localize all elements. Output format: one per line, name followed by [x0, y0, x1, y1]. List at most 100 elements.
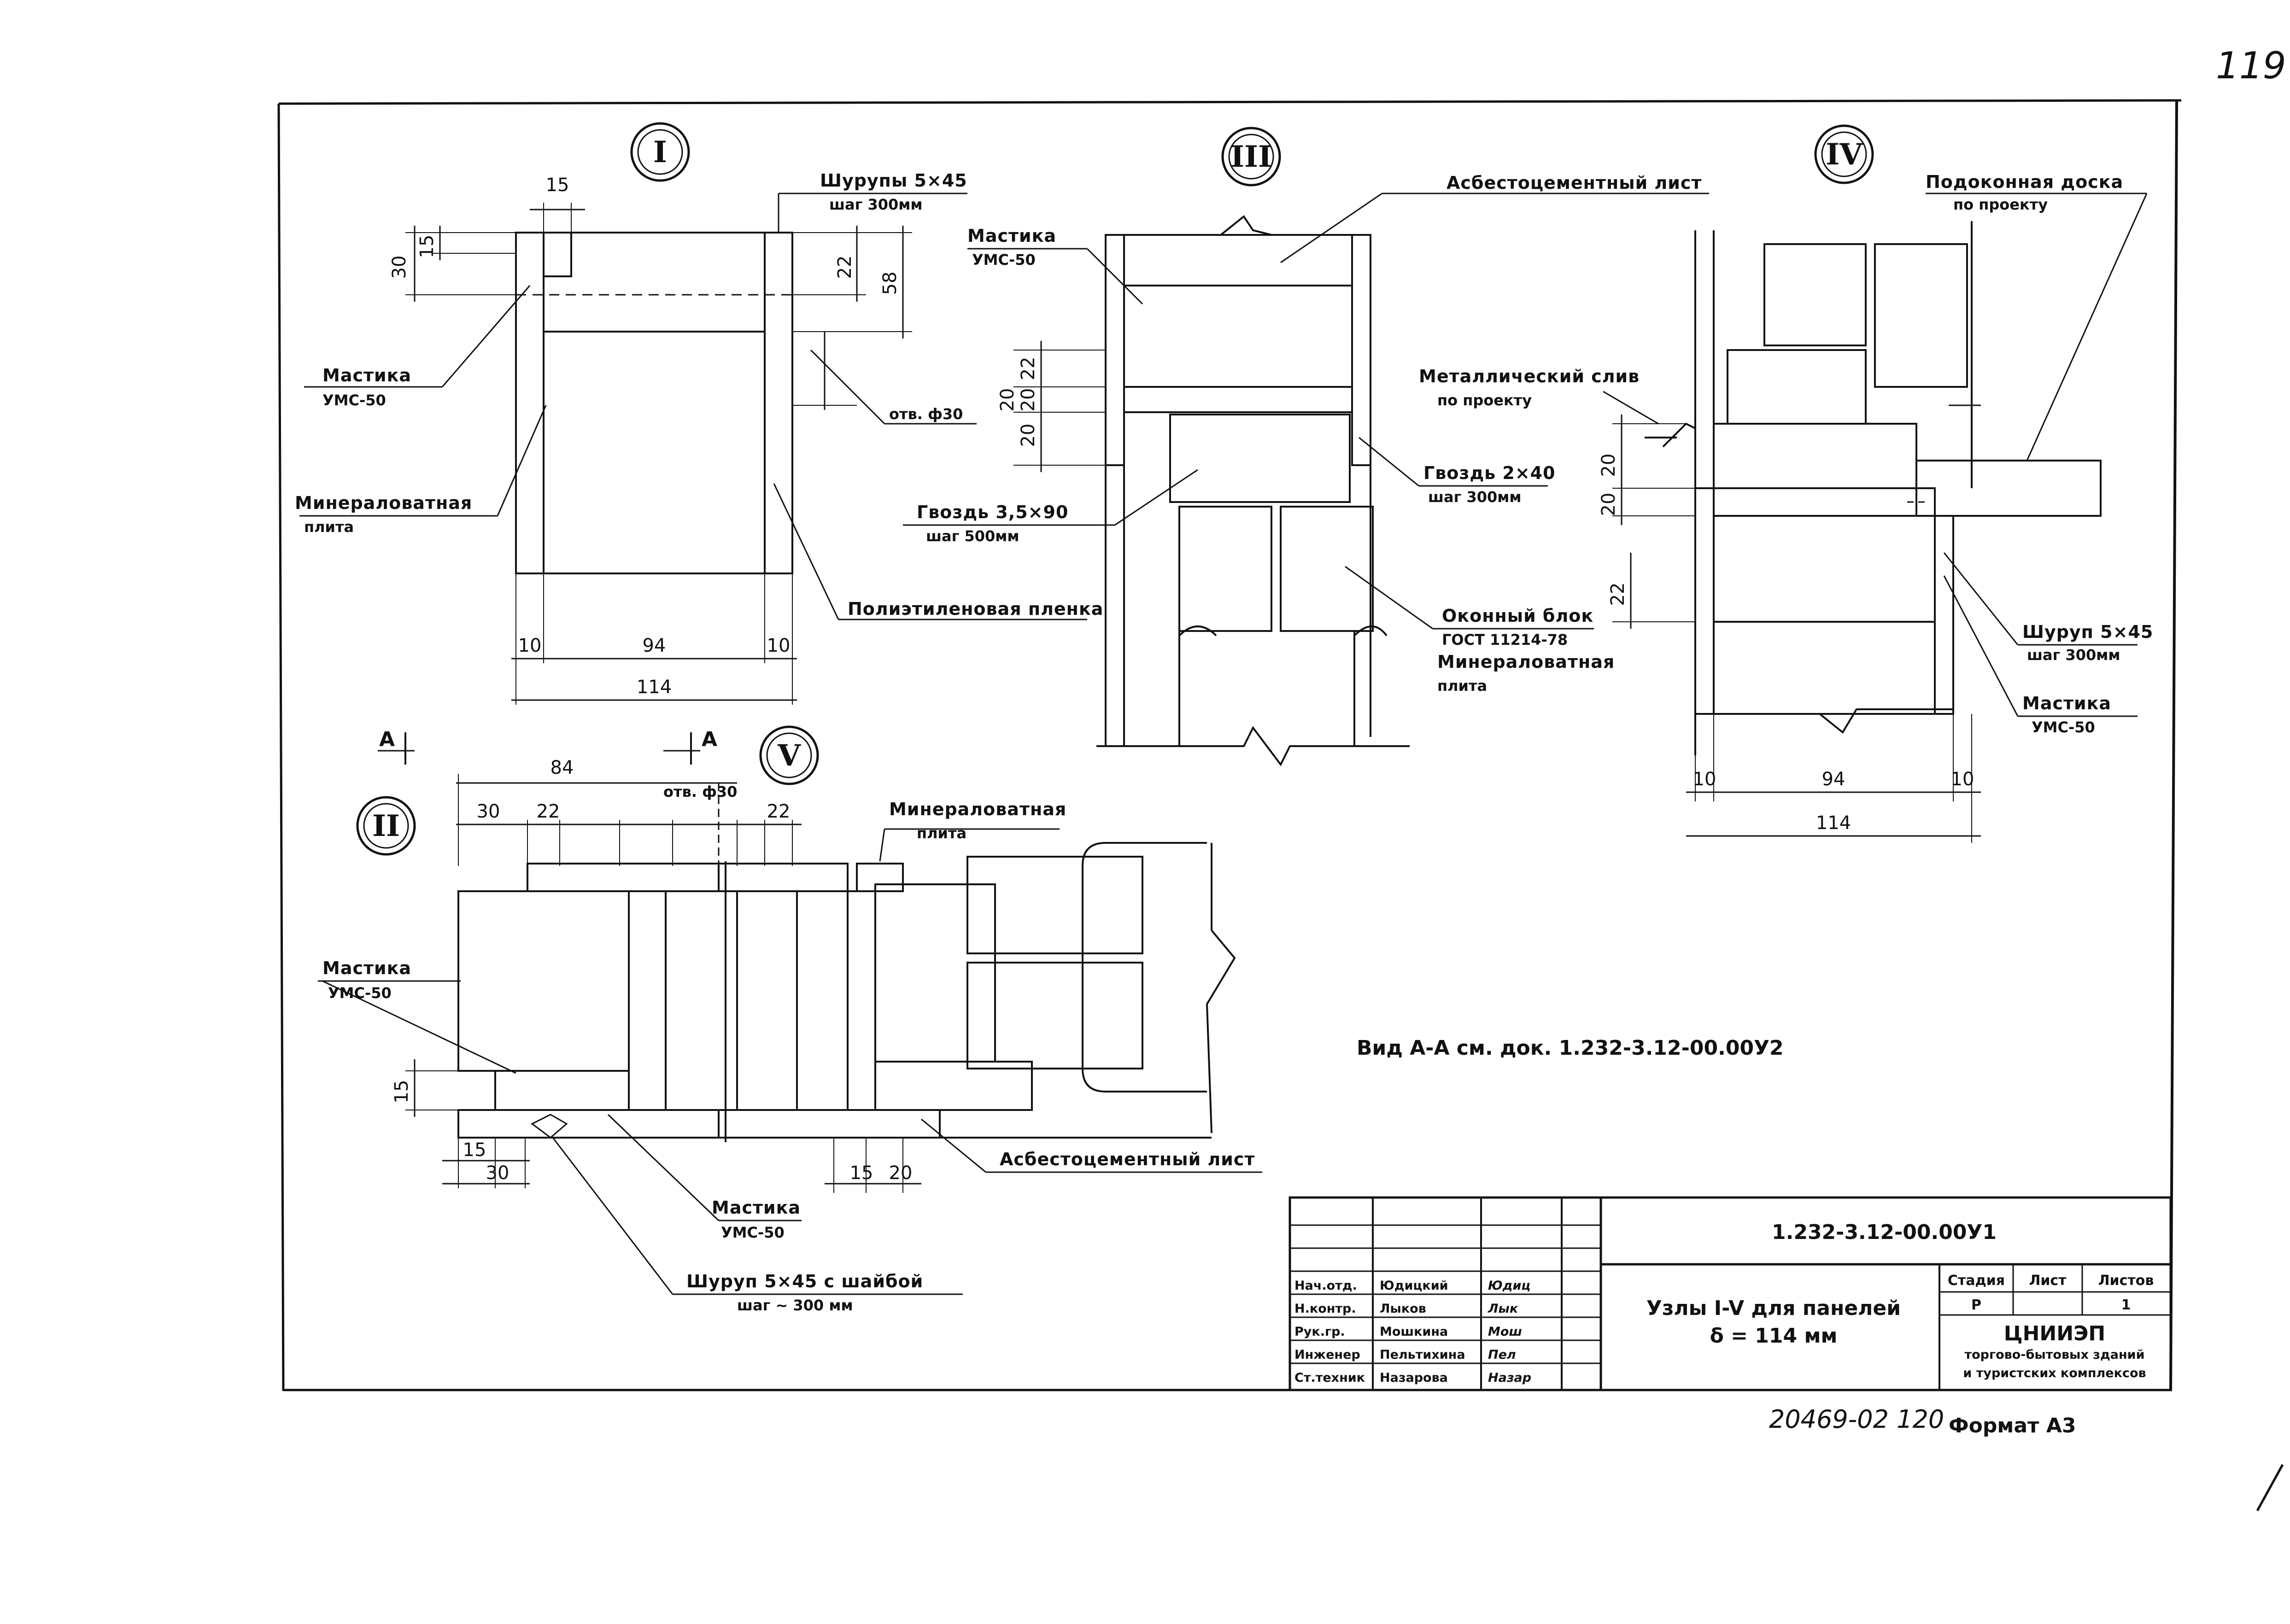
node-III-mineral-sub: плита — [1437, 677, 1487, 695]
node-I-dim-b3: 10 — [767, 635, 791, 656]
node-V-asbestos-label: Асбестоцементный лист — [1000, 1149, 1255, 1169]
org-name: ЦНИИЭП — [2004, 1322, 2105, 1345]
sheet-header: Лист — [2029, 1273, 2067, 1289]
node-III-window-label: Оконный блок — [1442, 606, 1593, 626]
node-II-drawing — [318, 732, 963, 1295]
node-II-screw-label: Шуруп 5×45 с шайбой — [686, 1271, 923, 1291]
node-IV-screw-label: Шуруп 5×45 — [2022, 622, 2153, 642]
node-I-dim-r1: 22 — [834, 256, 855, 279]
node-I-dim-v1: 30 — [389, 256, 410, 279]
node-I-mark: I — [653, 135, 667, 169]
node-III-nail2-step: шаг 300мм — [1428, 488, 1522, 506]
node-V-mineral-sub: плита — [917, 824, 966, 842]
staff-role: Н.контр. — [1294, 1302, 1356, 1316]
staff-role: Рук.гр. — [1294, 1325, 1345, 1339]
footer-code: 20469-02 120 — [1769, 1405, 1944, 1434]
corner-mark — [2256, 1464, 2284, 1512]
node-IV-mark-circle — [1814, 124, 1874, 184]
node-IV-sill-label: Подоконная доска — [1926, 172, 2123, 192]
node-V-drawing — [718, 725, 1262, 1193]
doc-code: 1.232-3.12-00.00У1 — [1772, 1221, 1997, 1244]
node-IV-dim-b3: 10 — [1951, 769, 1974, 790]
node-I-text: I 15 30 15 22 58 10 94 10 114 Шурупы 5×4… — [295, 135, 1103, 698]
node-II-dim-b1: 15 — [463, 1139, 486, 1161]
node-III-mineral-label: Минераловатная — [1437, 652, 1615, 672]
node-III-nail1-step: шаг 500мм — [926, 527, 1019, 545]
node-III-text: III 22 20 20 20 Асбестоцементный лист Ма… — [917, 140, 1702, 695]
sheets-value: 1 — [2121, 1297, 2131, 1313]
node-III-dim-d3: 20 — [1018, 424, 1039, 447]
node-I-dim-r2: 58 — [879, 272, 901, 295]
node-V-dim-b1: 15 — [850, 1163, 873, 1184]
node-V-text: V 22 15 20 Минераловатная плита Асбестоц… — [767, 738, 1255, 1184]
format-label: Формат А3 — [1949, 1414, 2076, 1437]
staff-sign: Назар — [1488, 1371, 1531, 1385]
node-IV-mastic-label: Мастика — [2022, 693, 2111, 713]
node-IV-screw-step: шаг 300мм — [2027, 646, 2120, 664]
node-II-dim-left: 15 — [391, 1080, 412, 1104]
node-II-dim-top: 84 — [551, 757, 574, 778]
staff-sign: Лык — [1488, 1302, 1518, 1316]
section-mark-right: А — [702, 728, 717, 751]
node-II-hole-label: отв. ф30 — [663, 783, 737, 800]
node-I-drawing — [299, 122, 1087, 705]
node-IV-mark: IV — [1826, 137, 1863, 172]
node-II-screw-step: шаг ~ 300 мм — [737, 1297, 853, 1314]
node-IV-sill-sub: по проекту — [1953, 196, 2048, 213]
node-II-mastic-sub: УМС-50 — [328, 984, 392, 1002]
node-II-text: II А А 84 30 22 отв. ф30 15 15 30 Мастик… — [322, 728, 923, 1314]
stage-value: Р — [1971, 1297, 1981, 1313]
node-II-mastic2-sub: УМС-50 — [721, 1224, 785, 1241]
org-sub2: и туристских комплексов — [1963, 1366, 2146, 1380]
node-III-mark-circle — [1221, 127, 1281, 187]
node-IV-drawing — [1603, 124, 2148, 843]
node-II-dim-b2: 30 — [486, 1163, 510, 1184]
node-III-nail2-label: Гвоздь 2×40 — [1423, 463, 1556, 483]
node-III-window-sub: ГОСТ 11214-78 — [1442, 631, 1568, 648]
staff-role: Инженер — [1294, 1348, 1360, 1362]
node-IV-dim-d3: 22 — [1607, 583, 1628, 606]
node-III-nail1-label: Гвоздь 3,5×90 — [917, 502, 1068, 522]
node-I-film-label: Полиэтиленовая пленка — [848, 599, 1103, 619]
title-block — [1288, 1196, 2172, 1391]
staff-role: Ст.техник — [1294, 1371, 1365, 1385]
org-sub1: торгово-бытовых зданий — [1964, 1348, 2144, 1362]
staff-sign: Пел — [1488, 1348, 1516, 1362]
node-I-mineral-sub: плита — [304, 518, 354, 536]
node-II-mark-circle — [356, 796, 416, 856]
node-III-mark: III — [1230, 140, 1272, 174]
staff-name: Назарова — [1380, 1371, 1448, 1385]
title-block-text: 1.232-3.12-00.00У1 Узлы I-V для панелей … — [1294, 1221, 2154, 1385]
node-I-mineral-label: Минераловатная — [295, 493, 472, 513]
drawing-title-line1: Узлы I-V для панелей — [1646, 1297, 1901, 1320]
node-IV-dim-total: 114 — [1816, 812, 1851, 834]
staff-name: Юдицкий — [1380, 1279, 1448, 1293]
node-V-dim-b2: 20 — [889, 1163, 913, 1184]
stage-header: Стадия — [1948, 1273, 2005, 1289]
node-I-dim-b2: 94 — [643, 635, 666, 656]
node-IV-dim-d1: 20 — [1598, 454, 1619, 477]
staff-sign: Мош — [1488, 1325, 1522, 1339]
node-III-asbestos-label: Асбестоцементный лист — [1447, 173, 1702, 193]
node-IV-dim-b1: 10 — [1693, 769, 1716, 790]
drawing-title-line2: δ = 114 мм — [1710, 1324, 1838, 1348]
staff-name: Пельтихина — [1380, 1348, 1465, 1362]
node-I-dim-total: 114 — [637, 677, 672, 698]
view-note: Вид А-А см. док. 1.232-3.12-00.00У2 — [1357, 1036, 1784, 1060]
node-I-dim-b1: 10 — [518, 635, 542, 656]
sheets-header: Листов — [2098, 1273, 2154, 1289]
node-I-mark-circle — [630, 122, 690, 182]
staff-name: Лыков — [1380, 1302, 1426, 1316]
node-I-mastic-sub: УМС-50 — [322, 391, 386, 409]
node-III-dim-d1: 22 — [1018, 357, 1039, 380]
node-II-mastic-label: Мастика — [322, 958, 411, 978]
node-III-mastic-sub: УМС-50 — [972, 251, 1036, 269]
node-V-mineral-label: Минераловатная — [889, 799, 1066, 819]
node-I-screws-step: шаг 300мм — [829, 196, 923, 213]
node-I-screws-label: Шурупы 5×45 — [820, 170, 967, 191]
node-IV-dim-b2: 94 — [1822, 769, 1845, 790]
node-III-flashing-sub: по проекту — [1437, 391, 1532, 409]
node-I-dim-v2: 15 — [416, 235, 438, 258]
